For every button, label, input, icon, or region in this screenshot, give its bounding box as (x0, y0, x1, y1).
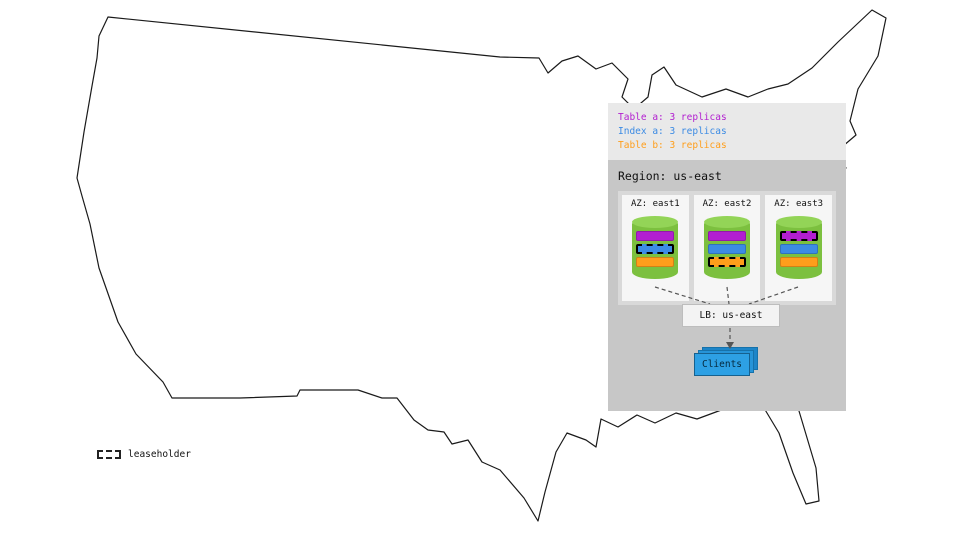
leaseholder-swatch-icon (97, 450, 121, 459)
replica-bar-index-a (636, 244, 675, 254)
replica-bar-table-a (708, 231, 746, 241)
database-cylinder-icon (704, 216, 750, 279)
replica-legend-panel: Table a: 3 replicas Index a: 3 replicas … (608, 103, 846, 160)
replica-bar-table-a (636, 231, 675, 241)
load-balancer-box: LB: us-east (682, 304, 780, 327)
az-box-east2: AZ: east2 (693, 195, 761, 301)
replica-bar-table-a (779, 231, 818, 241)
database-cylinder-icon (632, 216, 679, 279)
clients-box: Clients (694, 353, 750, 376)
az-box-east1: AZ: east1 (622, 195, 689, 301)
replica-bar-index-a (779, 244, 818, 254)
replica-bars (779, 231, 818, 267)
az-label: AZ: east2 (702, 199, 752, 209)
clients-stack: Clients (694, 347, 760, 377)
az-box-east3: AZ: east3 (765, 195, 833, 301)
legend-item-table-a: Table a: 3 replicas (618, 112, 727, 123)
legend-item-index-a: Index a: 3 replicas (618, 126, 727, 137)
leaseholder-label: leaseholder (128, 449, 191, 460)
database-cylinder-icon (775, 216, 822, 279)
legend-item-table-b: Table b: 3 replicas (618, 140, 727, 151)
replica-bar-index-a (708, 244, 746, 254)
replica-bar-table-b (636, 257, 675, 267)
region-title: Region: us-east (618, 169, 722, 183)
leaseholder-legend: leaseholder (97, 449, 191, 460)
replica-bars (708, 231, 746, 267)
us-map-outline (76, 9, 887, 522)
az-label: AZ: east1 (630, 199, 680, 209)
az-label: AZ: east3 (774, 199, 824, 209)
replica-bar-table-b (708, 257, 746, 267)
replica-bar-table-b (779, 257, 818, 267)
replica-bars (636, 231, 675, 267)
az-container: AZ: east1 AZ: east2 (618, 191, 836, 305)
region-panel: Region: us-east AZ: east1 AZ: east2 (608, 160, 846, 411)
